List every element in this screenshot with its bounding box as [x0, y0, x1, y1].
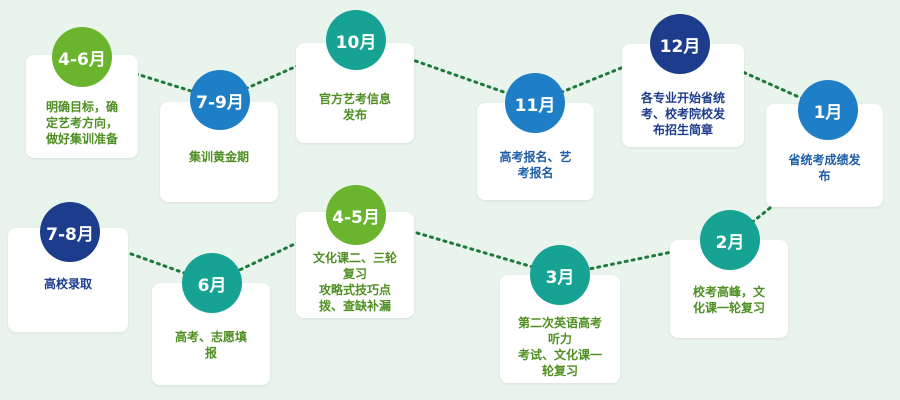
milestone-text: 第二次英语高考 听力 考试、文化课一 轮复习 — [517, 316, 602, 378]
milestone-text: 校考高峰，文 化课一轮复习 — [692, 285, 765, 315]
milestone-card-apr-jun: 明确目标，确 定艺考方向， 做好集训准备 — [26, 55, 138, 158]
milestone-badge-jul-aug: 7-8月 — [40, 202, 100, 262]
milestone-badge-mar: 3月 — [530, 245, 590, 305]
milestone-badge-feb: 2月 — [700, 210, 760, 270]
milestone-text: 高考、志愿填 报 — [174, 330, 247, 360]
milestone-badge-jan: 1月 — [798, 80, 858, 140]
milestone-card-mar: 第二次英语高考 听力 考试、文化课一 轮复习 — [500, 275, 620, 383]
milestone-badge-jun: 6月 — [182, 253, 242, 313]
milestone-badge-dec: 12月 — [650, 14, 710, 74]
milestone-badge-apr-may: 4-5月 — [326, 185, 386, 245]
milestone-card-apr-may: 文化课二、三轮 复习 攻略式技巧点 拨、查缺补漏 — [296, 212, 414, 318]
milestone-text: 集训黄金期 — [188, 150, 249, 164]
milestone-badge-jul-sep: 7-9月 — [190, 70, 250, 130]
milestone-text: 官方艺考信息 发布 — [318, 92, 391, 122]
milestone-badge-nov: 11月 — [505, 73, 565, 133]
milestone-text: 明确目标，确 定艺考方向， 做好集训准备 — [45, 100, 118, 146]
milestone-text: 高校录取 — [43, 277, 92, 291]
milestone-badge-apr-jun: 4-6月 — [52, 27, 112, 87]
milestone-text: 文化课二、三轮 复习 攻略式技巧点 拨、查缺补漏 — [312, 251, 397, 313]
milestone-card-nov: 高考报名、艺 考报名 — [477, 103, 594, 200]
milestone-text: 高考报名、艺 考报名 — [499, 150, 572, 180]
milestone-text: 各专业开始省统 考、校考院校发 布招生简章 — [640, 91, 725, 137]
milestone-text: 省统考成绩发 布 — [788, 153, 861, 183]
milestone-badge-oct: 10月 — [326, 10, 386, 70]
